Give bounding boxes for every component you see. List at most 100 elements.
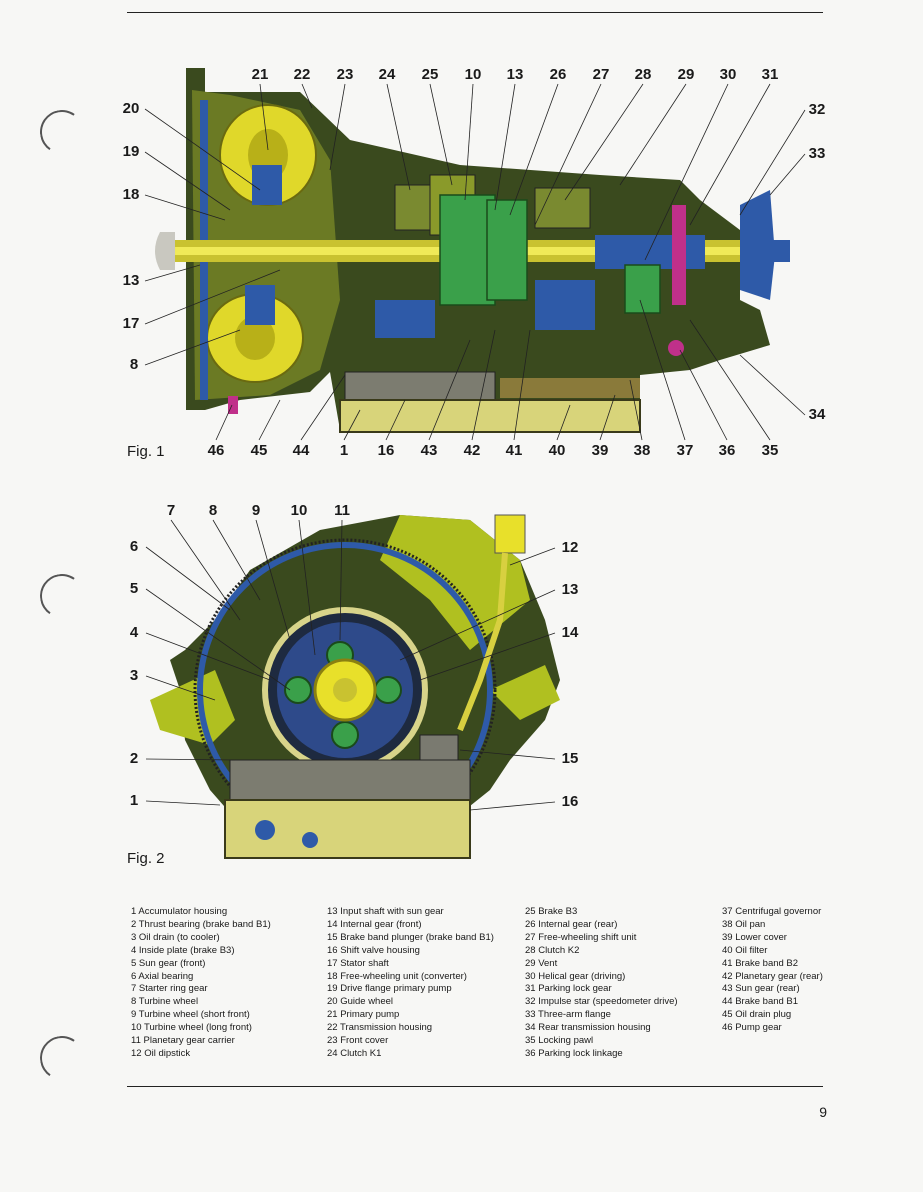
- legend-item: 32 Impulse star (speedometer drive): [525, 996, 678, 1008]
- bottom-rule: [127, 1086, 823, 1087]
- legend-item: 38 Oil pan: [722, 918, 766, 930]
- legend-item: 46 Pump gear: [722, 1022, 782, 1034]
- fig1-bottom-label: 44: [292, 442, 310, 459]
- legend-item: 30 Helical gear (driving): [525, 970, 626, 982]
- fig2-right-label: 16: [561, 793, 579, 810]
- fig1-right-label: 33: [808, 145, 826, 162]
- legend-item: 43 Sun gear (rear): [722, 983, 800, 995]
- fig1-left-label: 18: [122, 186, 140, 203]
- legend-item: 8 Turbine wheel: [131, 996, 199, 1008]
- legend-column-1: 1 Accumulator housing 2 Thrust bearing (…: [131, 906, 271, 1061]
- fig1-bottom-label: 42: [463, 442, 481, 459]
- rear-planetary: [486, 199, 528, 301]
- legend-item: 12 Oil dipstick: [131, 1047, 191, 1059]
- legend-item: 15 Brake band plunger (brake band B1): [327, 931, 494, 943]
- fig1-top-label: 13: [506, 66, 524, 83]
- fig2-right-label: 14: [561, 624, 579, 641]
- fig1-bottom-label: 1: [339, 442, 349, 459]
- fig2-left-label: 4: [129, 624, 139, 641]
- legend-item: 5 Sun gear (front): [131, 957, 206, 969]
- legend-item: 40 Oil filter: [722, 944, 768, 956]
- legend-item: 41 Brake band B2: [722, 957, 799, 969]
- fig1-top-label: 28: [634, 66, 652, 83]
- legend-item: 23 Front cover: [327, 1035, 389, 1047]
- pump-gear: [228, 396, 238, 414]
- legend-item: 21 Primary pump: [327, 1009, 400, 1021]
- legend-item: 7 Starter ring gear: [131, 983, 208, 995]
- legend-item: 36 Parking lock linkage: [525, 1047, 623, 1059]
- legend-item: 34 Rear transmission housing: [525, 1022, 651, 1034]
- fig1-right-label: 32: [808, 101, 826, 118]
- legend-item: 22 Transmission housing: [327, 1022, 433, 1034]
- fig1-top-label: 29: [677, 66, 695, 83]
- fig1-bottom-label: 38: [633, 442, 651, 459]
- fig1-top-label: 21: [251, 66, 269, 83]
- fig1-bottom-label: 46: [207, 442, 225, 459]
- fig1-left-label: 20: [122, 100, 140, 117]
- fig1-top-label: 22: [293, 66, 311, 83]
- fig1-top-label: 30: [719, 66, 737, 83]
- legend-item: 17 Stator shaft: [327, 957, 389, 969]
- legend-item: 31 Parking lock gear: [525, 983, 612, 995]
- oil-filter: [500, 378, 640, 398]
- legend-item: 44 Brake band B1: [722, 996, 799, 1008]
- planet-gear: [331, 721, 359, 749]
- fig1-bottom-label: 16: [377, 442, 395, 459]
- legend-item: 25 Brake B3: [525, 906, 578, 917]
- fig2-left-label: 6: [129, 538, 139, 555]
- fig1-bottom-label: 39: [591, 442, 609, 459]
- fig1-left-label: 8: [129, 356, 139, 373]
- fig2-caption: Fig. 2: [127, 850, 165, 867]
- legend-item: 35 Locking pawl: [525, 1035, 594, 1047]
- accumulator-blue: [375, 300, 435, 338]
- oil-dipstick-handle: [494, 514, 526, 554]
- clutch-k1: [394, 184, 436, 231]
- fig2-right-label: 12: [561, 539, 579, 556]
- legend-item: 39 Lower cover: [722, 931, 787, 943]
- fig2-top-label: 10: [290, 502, 308, 519]
- fig2-left-label: 3: [129, 667, 139, 684]
- legend-item: 33 Three-arm flange: [525, 1009, 611, 1021]
- binder-hole-bottom: [36, 1032, 88, 1084]
- legend-item: 37 Centrifugal governor: [722, 906, 822, 917]
- rear-blue-drum: [535, 280, 595, 330]
- fig2-right-label: 13: [561, 581, 579, 598]
- fig1-bottom-label: 37: [676, 442, 694, 459]
- fig1-left-label: 19: [122, 143, 140, 160]
- fig2-top-label: 8: [208, 502, 218, 519]
- planet-gear: [374, 676, 402, 704]
- fig1-top-label: 31: [761, 66, 779, 83]
- fig1-bottom-label: 43: [420, 442, 438, 459]
- legend-item: 42 Planetary gear (rear): [722, 970, 823, 982]
- fig2-right-label: 15: [561, 750, 579, 767]
- fig2-top-label: 11: [334, 502, 350, 519]
- legend-item: 26 Internal gear (rear): [525, 918, 618, 930]
- legend-item: 24 Clutch K1: [327, 1047, 382, 1059]
- fig1-bottom-label: 36: [718, 442, 736, 459]
- fig1-left-label: 17: [122, 315, 140, 332]
- fig1-left-label: 13: [122, 272, 140, 289]
- fig1-caption: Fig. 1: [127, 443, 165, 460]
- fig1-top-label: 10: [464, 66, 482, 83]
- fig1-top-label: 25: [421, 66, 439, 83]
- fig1-bottom-label: 41: [505, 442, 523, 459]
- legend-item: 3 Oil drain (to cooler): [131, 931, 220, 943]
- fig2-top-label: 9: [251, 502, 261, 519]
- fig1-top-label: 26: [549, 66, 567, 83]
- fig1-top-label: 24: [378, 66, 396, 83]
- page-number: 9: [819, 1104, 827, 1120]
- legend-item: 9 Turbine wheel (short front): [131, 1009, 250, 1021]
- legend-item: 2 Thrust bearing (brake band B1): [131, 918, 271, 930]
- legend-item: 11 Planetary gear carrier: [131, 1035, 235, 1047]
- legend-item: 10 Turbine wheel (long front): [131, 1022, 252, 1034]
- fig1-bottom-label: 40: [548, 442, 566, 459]
- fig1-top-label: 23: [336, 66, 354, 83]
- planet-gear: [284, 676, 312, 704]
- fig1-right-label: 34: [808, 406, 826, 423]
- legend-item: 16 Shift valve housing: [327, 944, 420, 956]
- legend-column-4: 37 Centrifugal governor 38 Oil pan 39 Lo…: [722, 906, 823, 1035]
- top-rule: [127, 12, 823, 13]
- legend-item: 27 Free-wheeling shift unit: [525, 931, 637, 943]
- legend-column-3: 25 Brake B3 26 Internal gear (rear) 27 F…: [525, 906, 678, 1061]
- legend-item: 13 Input shaft with sun gear: [327, 906, 444, 917]
